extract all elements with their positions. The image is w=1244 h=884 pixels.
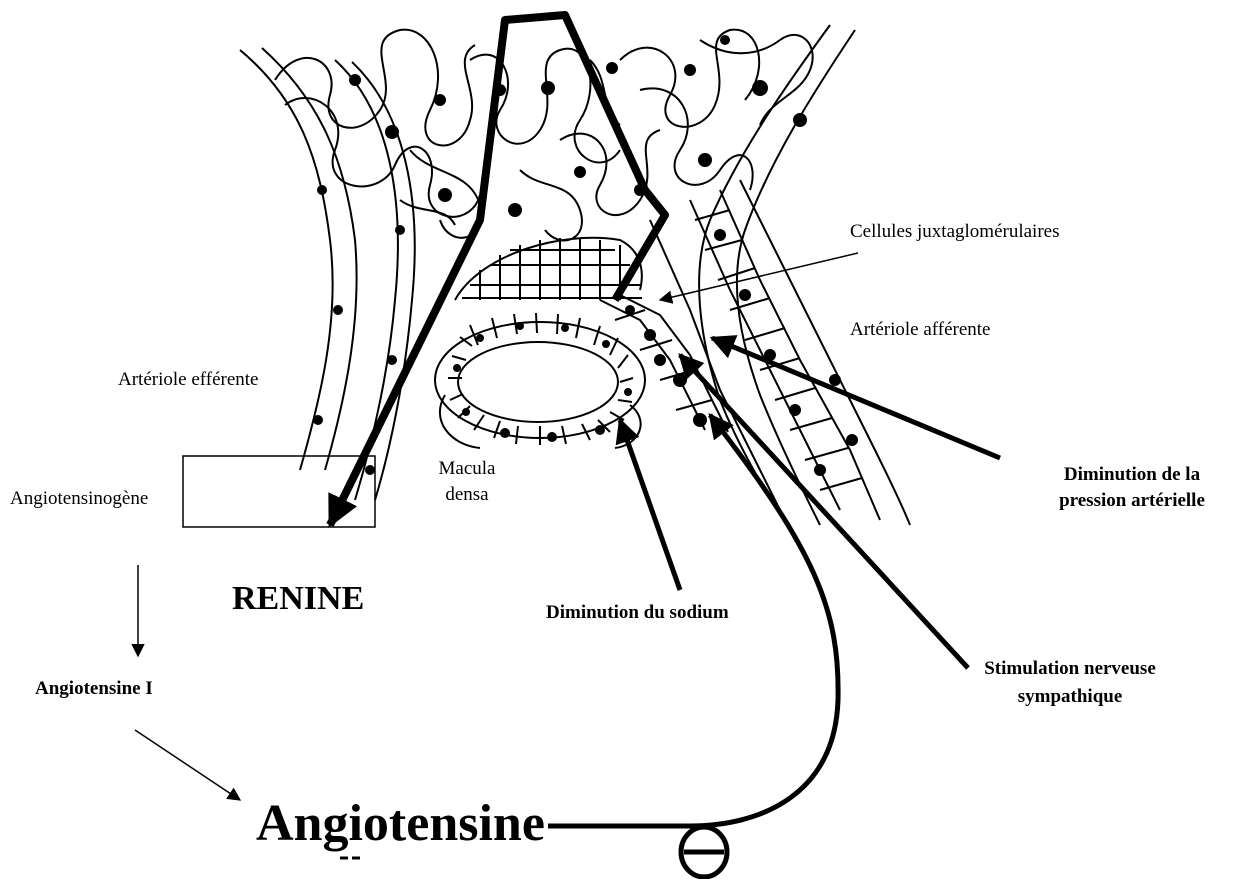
juxtaglomerular-cells-label: Cellules juxtaglomérulaires xyxy=(850,221,1059,243)
afferent-arteriole-label: Artériole afférente xyxy=(850,319,990,341)
efferent-arteriole-vessels xyxy=(240,48,415,500)
ace-cascade-arrow xyxy=(135,730,240,800)
angiotensinogen-label: Angiotensinogène xyxy=(10,488,148,510)
efferent-arteriole-label: Artériole efférente xyxy=(118,369,258,391)
glomerulus-capillaries xyxy=(275,30,813,241)
renin-release-path xyxy=(330,15,665,525)
macula-densa-line1: Macula xyxy=(426,456,508,482)
macula-densa-tubule xyxy=(435,313,645,448)
pressure-drop-line1: Diminution de la xyxy=(1022,462,1242,488)
inhibition-symbol xyxy=(681,827,727,877)
angiotensin-1-label: Angiotensine I xyxy=(35,678,153,700)
pressure-drop-line2: pression artérielle xyxy=(1022,488,1242,514)
sympathetic-line1: Stimulation nerveuse xyxy=(950,655,1190,683)
pressure-drop-label: Diminution de la pression artérielle xyxy=(1022,462,1242,514)
sodium-arrow xyxy=(620,420,680,590)
sympathetic-label: Stimulation nerveuse sympathique xyxy=(950,655,1190,711)
renin-label: RENINE xyxy=(232,580,364,618)
macula-densa-label: Macula densa xyxy=(426,456,508,508)
sodium-drop-label: Diminution du sodium xyxy=(546,602,729,624)
angiotensin-2-label: Angiotensine xyxy=(256,794,545,853)
sympathetic-line2: sympathique xyxy=(950,683,1190,711)
juxtaglomerular-pointer xyxy=(660,253,858,300)
macula-densa-line2: densa xyxy=(426,482,508,508)
